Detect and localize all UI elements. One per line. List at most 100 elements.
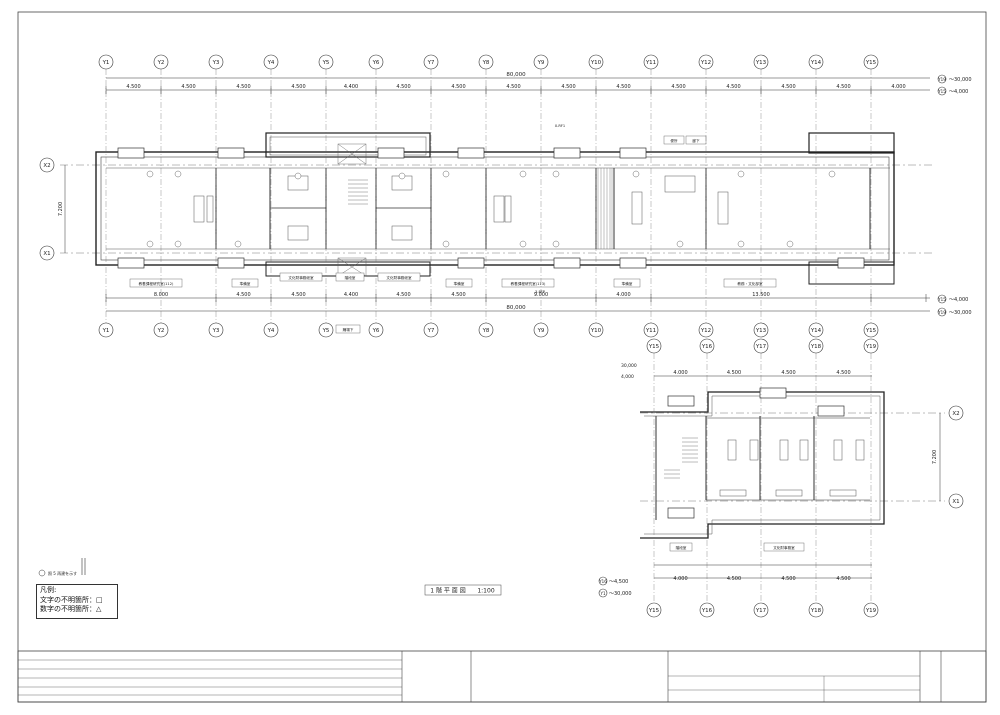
annex-bubble-top-y15-label: Y15 — [648, 344, 660, 350]
room-label-1: 教養課程研究室(112) — [139, 281, 174, 286]
drawing-title: 1 階 平 面 図 — [430, 587, 465, 595]
room-label-6: 準備室 — [454, 281, 465, 286]
grid-bubble-top-y2: Y2 — [153, 54, 169, 70]
dim-bottom-span: 13.500 — [752, 292, 770, 298]
annex-dim-bottom-span: 4.000 — [673, 576, 687, 582]
grid-bubble-top-y8: Y8 — [478, 54, 494, 70]
main-side-tag-4: Y19 — [937, 310, 946, 315]
dim-bottom-span: 4.000 — [616, 292, 630, 298]
annex-dim-top-span: 4.500 — [836, 370, 850, 376]
dim-top-span: 4.500 — [726, 84, 740, 90]
annex-bubble-bottom-y17: Y17 — [753, 602, 769, 618]
annex-dim-bottom-span: 4.500 — [727, 576, 741, 582]
dim-bottom-span: 4.400 — [344, 292, 358, 298]
annex-bubble-top-y16-label: Y16 — [701, 344, 713, 350]
room-label-7: 教養課程研究室(113) — [511, 281, 546, 286]
title-box — [424, 584, 502, 596]
main-side-value-3: 〜4,000 — [949, 297, 968, 303]
grid-bubble-bottom-y1-label: Y1 — [102, 328, 110, 334]
annex-dim-top-span: 4.000 — [673, 370, 687, 376]
annex-bubble-row-x2: X2 — [948, 405, 964, 421]
annex-side-top-1: 30,000 — [621, 363, 637, 369]
dim-bottom-span: 9.000 — [534, 292, 548, 298]
annex-dim-bottom-span: 4.500 — [836, 576, 850, 582]
legend-heading: 凡例: — [40, 586, 57, 594]
annex-dim-top-span: 4.500 — [781, 370, 795, 376]
grid-bubble-bottom-y3: Y3 — [208, 322, 224, 338]
grid-bubble-top-y10-label: Y10 — [590, 60, 602, 66]
grid-bubble-bottom-y2: Y2 — [153, 322, 169, 338]
annex-bubble-row-x1-label: X1 — [952, 499, 959, 505]
grid-bubble-row-x1: X1 — [39, 245, 55, 261]
main-row-span: 7.200 — [58, 202, 64, 216]
annex-bubble-bottom-y19-label: Y19 — [865, 608, 877, 614]
annex-bubble-bottom-y15-label: Y15 — [648, 608, 660, 614]
annex-row-span: 7.200 — [932, 450, 938, 464]
main-grid-axes: Y1Y1Y2Y2Y3Y3Y4Y4Y5Y5Y6Y6Y7Y7Y8Y8Y9Y9Y10Y… — [39, 54, 927, 338]
grid-bubble-top-y14-label: Y14 — [810, 60, 822, 66]
grid-bubble-top-y15: Y15 — [863, 54, 879, 70]
annex-room-label-2: 文化財事務室 — [773, 545, 795, 550]
grid-bubble-bottom-y13-label: Y13 — [755, 328, 767, 334]
grid-bubble-top-y9-label: Y9 — [537, 60, 545, 66]
grid-bubble-bottom-y8: Y8 — [478, 322, 494, 338]
main-side-value-2: 〜4,000 — [949, 89, 968, 95]
main-total-bottom: 80,000 — [506, 305, 526, 311]
room-label-9: 教務・文化部室 — [737, 281, 763, 286]
grid-bubble-top-y7-label: Y7 — [427, 60, 435, 66]
room-label-8: 準備室 — [622, 281, 633, 286]
grid-bubble-top-y13: Y13 — [753, 54, 769, 70]
annex-dim-top-span: 4.500 — [727, 370, 741, 376]
annex-side-value-1: 〜4,500 — [609, 579, 628, 585]
dim-top-span: 4.500 — [616, 84, 630, 90]
legend-box: 凡例: 文字の不明箇所：□ 数字の不明箇所：△ — [36, 584, 118, 619]
room-label-11: 廊下 — [692, 138, 700, 143]
annex-dim-bottom-span: 4.500 — [781, 576, 795, 582]
grid-bubble-top-y12-label: Y12 — [700, 60, 711, 66]
annex-bubble-bottom-y15: Y15 — [646, 602, 662, 618]
annex-bubble-bottom-y18: Y18 — [808, 602, 824, 618]
annex-bubble-top-y15: Y15 — [646, 338, 662, 354]
grid-bubble-top-y14: Y14 — [808, 54, 824, 70]
dim-top-span: 4.400 — [344, 84, 358, 90]
room-label-14: 踊場下 — [343, 327, 354, 332]
room-label-13: X-RF1 — [555, 124, 565, 128]
grid-bubble-top-y3: Y3 — [208, 54, 224, 70]
room-label-3: 文化財事務総室 — [288, 275, 314, 280]
grid-bubble-bottom-y7-label: Y7 — [427, 328, 435, 334]
drawing-scale: 1:100 — [477, 588, 494, 595]
grid-bubble-top-y2-label: Y2 — [157, 60, 165, 66]
grid-bubble-bottom-y13: Y13 — [753, 322, 769, 338]
annex-bubble-bottom-y17-label: Y17 — [755, 608, 767, 614]
grid-bubble-top-y3-label: Y3 — [212, 60, 220, 66]
annex-bubble-top-y16: Y16 — [699, 338, 715, 354]
grid-bubble-bottom-y4-label: Y4 — [267, 328, 275, 334]
grid-bubble-bottom-y9: Y9 — [533, 322, 549, 338]
annex-bubble-bottom-y16-label: Y16 — [701, 608, 713, 614]
main-side-value-4: 〜30,000 — [949, 310, 972, 316]
grid-bubble-top-y9: Y9 — [533, 54, 549, 70]
annex-bubble-bottom-y16: Y16 — [699, 602, 715, 618]
dim-bottom-span: 4.500 — [396, 292, 410, 298]
grid-bubble-bottom-y11-label: Y11 — [645, 328, 656, 334]
grid-bubble-top-y12: Y12 — [698, 54, 714, 70]
grid-bubble-top-y4-label: Y4 — [267, 60, 275, 66]
dim-top-span: 4.500 — [291, 84, 305, 90]
grid-bubble-row-x1-label: X1 — [43, 251, 50, 257]
annex-bubble-bottom-y18-label: Y18 — [810, 608, 822, 614]
grid-bubble-bottom-y8-label: Y8 — [482, 328, 490, 334]
room-label-5: 文化財事務総室 — [386, 275, 412, 280]
grid-bubble-top-y13-label: Y13 — [755, 60, 767, 66]
annex-bubble-bottom-y19: Y19 — [863, 602, 879, 618]
annex-bubble-top-y19: Y19 — [863, 338, 879, 354]
grid-bubble-top-y4: Y4 — [263, 54, 279, 70]
main-total-top: 80,000 — [506, 72, 526, 78]
grid-bubble-row-x2-label: X2 — [43, 163, 50, 169]
annex-floor-plan: 階段室 文化財事務室 7.200 30,000 4,000 Y16 〜4,500… — [598, 338, 964, 618]
grid-bubble-bottom-y10-label: Y10 — [590, 328, 602, 334]
annex-bubble-top-y17: Y17 — [753, 338, 769, 354]
grid-bubble-bottom-y3-label: Y3 — [212, 328, 220, 334]
dim-top-span: 4.500 — [126, 84, 140, 90]
